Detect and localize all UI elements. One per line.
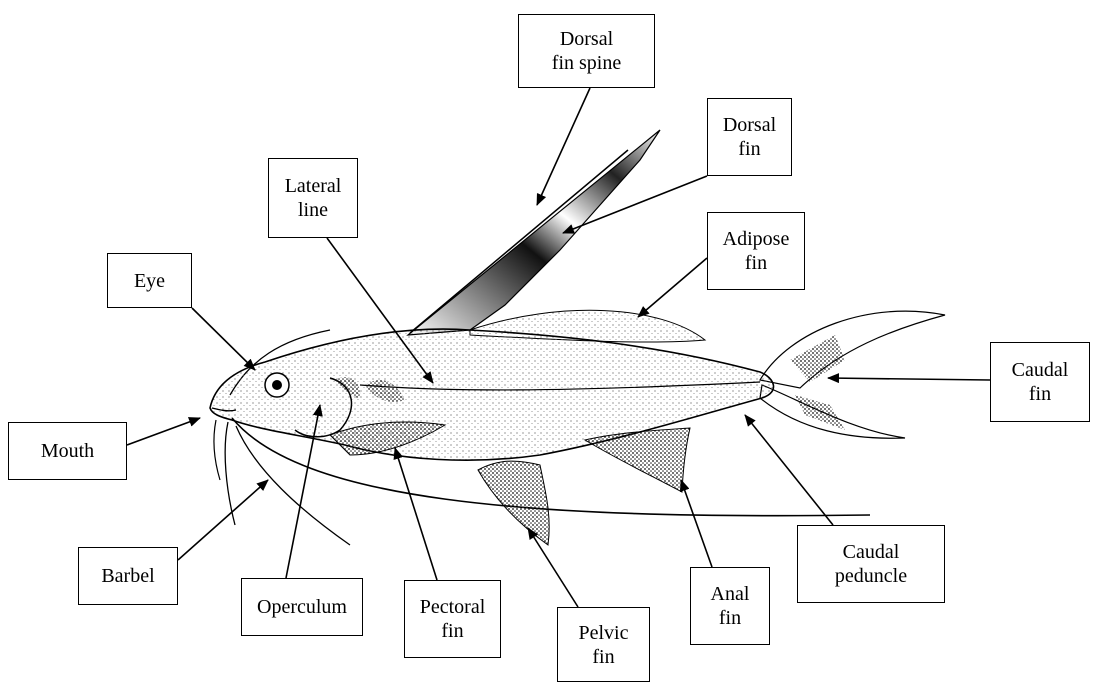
eye-pupil <box>272 380 282 390</box>
label-eye-text: Eye <box>134 269 165 293</box>
label-caudal-peduncle: Caudal peduncle <box>797 525 945 603</box>
label-lateral-line-text: Lateral line <box>285 174 342 222</box>
arrow-barbel <box>178 480 268 560</box>
label-mouth-text: Mouth <box>41 439 94 463</box>
caudal-fin-upper <box>760 311 945 388</box>
label-dorsal-fin-spine: Dorsal fin spine <box>518 14 655 88</box>
dorsal-fin-shape <box>408 130 660 335</box>
fish-body <box>210 329 774 460</box>
label-anal-fin-text: Anal fin <box>711 582 750 630</box>
label-pelvic-fin-text: Pelvic fin <box>579 621 629 669</box>
anal-fin-shape <box>585 428 690 492</box>
label-operculum-text: Operculum <box>257 595 347 619</box>
arrow-eye <box>192 308 255 370</box>
pelvic-fin-shape <box>478 461 549 545</box>
barbel-lower-1 <box>225 422 235 525</box>
label-caudal-fin-text: Caudal fin <box>1012 358 1069 406</box>
dorsal-fin-spine-line <box>410 150 628 333</box>
label-pectoral-fin: Pectoral fin <box>404 580 501 658</box>
barbel-lower-3 <box>214 420 220 480</box>
label-adipose-fin-text: Adipose fin <box>723 227 790 275</box>
label-anal-fin: Anal fin <box>690 567 770 645</box>
label-operculum: Operculum <box>241 578 363 636</box>
label-pelvic-fin: Pelvic fin <box>557 607 650 682</box>
label-barbel-text: Barbel <box>101 564 154 588</box>
label-dorsal-fin-text: Dorsal fin <box>723 113 776 161</box>
barbel-lower-2 <box>236 426 350 545</box>
label-adipose-fin: Adipose fin <box>707 212 805 290</box>
label-caudal-peduncle-text: Caudal peduncle <box>835 540 907 588</box>
arrow-mouth <box>127 418 200 445</box>
arrow-dorsal-fin-spine <box>537 88 590 205</box>
label-caudal-fin: Caudal fin <box>990 342 1090 422</box>
label-dorsal-fin-spine-text: Dorsal fin spine <box>552 27 621 75</box>
arrow-caudal-fin <box>828 378 990 380</box>
arrow-caudal-peduncle <box>745 415 833 525</box>
label-barbel: Barbel <box>78 547 178 605</box>
label-eye: Eye <box>107 253 192 308</box>
arrow-anal-fin <box>681 480 712 567</box>
label-lateral-line: Lateral line <box>268 158 358 238</box>
label-mouth: Mouth <box>8 422 127 480</box>
label-pectoral-fin-text: Pectoral fin <box>420 595 486 643</box>
arrow-pelvic-fin <box>528 528 578 607</box>
label-dorsal-fin: Dorsal fin <box>707 98 792 176</box>
arrow-pectoral-fin <box>395 448 437 580</box>
arrow-adipose-fin <box>638 258 707 317</box>
